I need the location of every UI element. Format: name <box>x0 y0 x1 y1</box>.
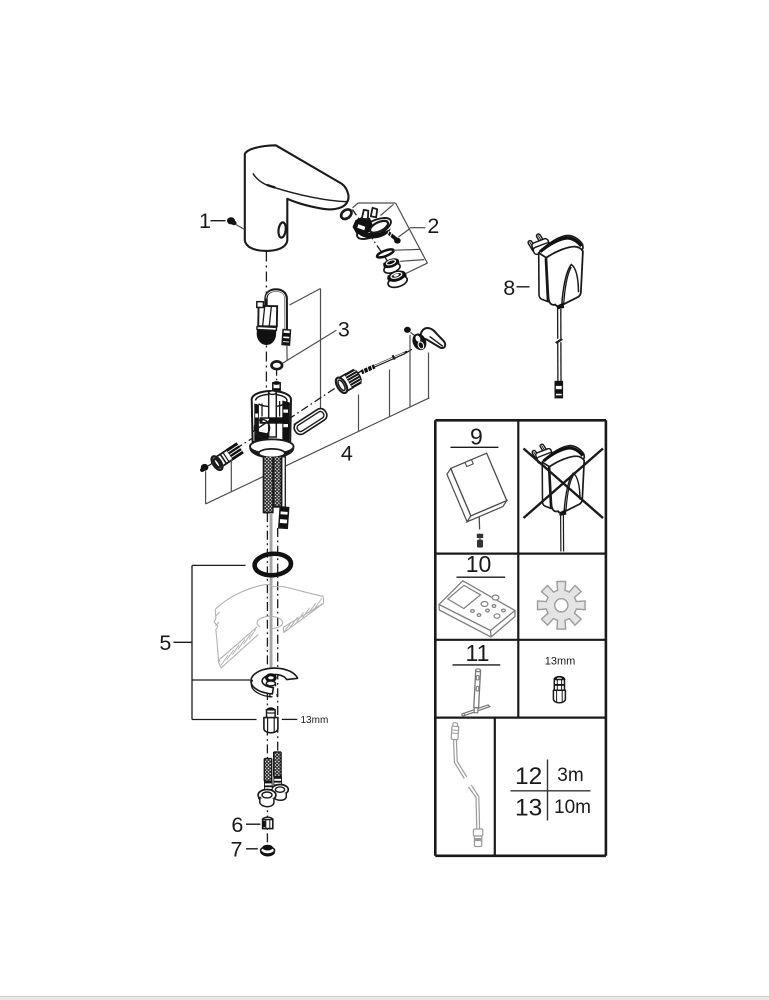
svg-text:3m: 3m <box>557 765 583 786</box>
svg-text:8: 8 <box>503 276 515 300</box>
svg-text:11: 11 <box>466 640 490 666</box>
svg-text:7: 7 <box>231 837 243 861</box>
svg-text:4: 4 <box>341 442 353 466</box>
svg-text:13: 13 <box>515 795 542 822</box>
svg-text:10: 10 <box>466 551 492 577</box>
svg-text:9: 9 <box>470 423 483 449</box>
svg-text:5: 5 <box>159 631 171 655</box>
svg-text:2: 2 <box>427 214 439 238</box>
svg-text:13mm: 13mm <box>301 715 329 726</box>
svg-text:12: 12 <box>515 763 542 790</box>
svg-text:1: 1 <box>199 209 211 233</box>
svg-text:6: 6 <box>231 813 243 837</box>
svg-text:13mm: 13mm <box>545 656 576 668</box>
svg-text:10m: 10m <box>554 797 591 818</box>
svg-text:3: 3 <box>338 317 350 341</box>
